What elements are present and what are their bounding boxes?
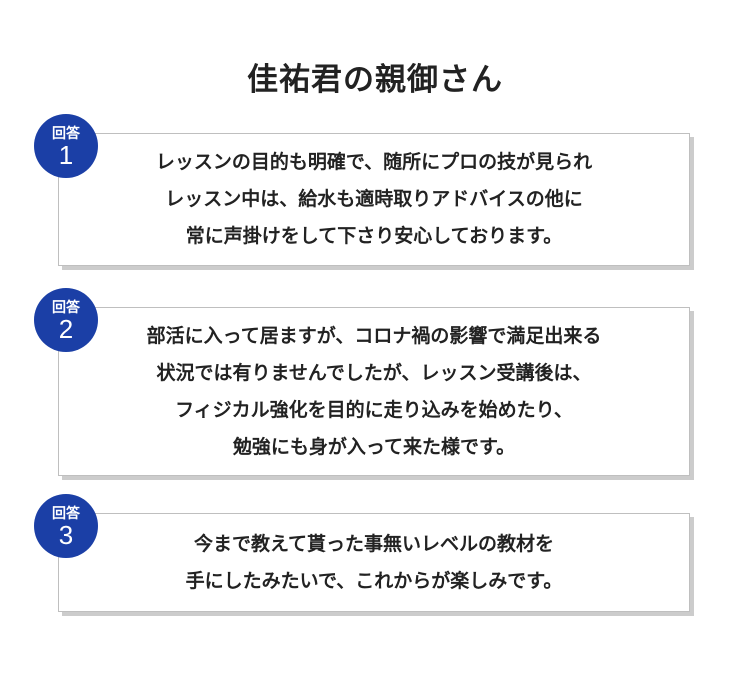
answer-badge-label: 回答 (52, 506, 80, 522)
answer-badge-number: 3 (58, 520, 74, 550)
answer-badge-2: 回答 2 (34, 288, 98, 352)
answer-line: フィジカル強化を目的に走り込みを始めたり、 (175, 398, 573, 421)
answer-line: 部活に入って居ますが、コロナ禍の影響で満足出来る (146, 324, 602, 347)
answer-line: 手にしたみたいで、これからが楽しみです。 (185, 569, 563, 592)
answer-line: 常に声掛けをして下さり安心しております。 (185, 225, 563, 247)
answer-badge-number: 1 (58, 140, 74, 170)
answer-line: レッスン中は、給水も適時取りアドバイスの他に (165, 188, 583, 210)
answer-card-2: 部活に入って居ますが、コロナ禍の影響で満足出来る 状況では有りませんでしたが、レ… (58, 307, 690, 476)
answer-text: レッスンの目的も明確で、随所にプロの技が見られ レッスン中は、給水も適時取りアド… (74, 144, 674, 255)
answer-card-1: レッスンの目的も明確で、随所にプロの技が見られ レッスン中は、給水も適時取りアド… (58, 133, 690, 266)
answer-badge-3: 回答 3 (34, 494, 98, 558)
answer-badge-label: 回答 (52, 300, 80, 316)
answer-line: 勉強にも身が入って来た様です。 (232, 435, 516, 458)
answer-badge-label: 回答 (52, 126, 80, 142)
answer-line: レッスンの目的も明確で、随所にプロの技が見られ (155, 151, 593, 173)
answer-line: 状況では有りませんでしたが、レッスン受講後は、 (156, 361, 592, 384)
answer-card-3: 今まで教えて貰った事無いレベルの教材を 手にしたみたいで、これからが楽しみです。 (58, 513, 690, 612)
answer-line: 今まで教えて貰った事無いレベルの教材を (193, 532, 555, 555)
answer-badge-1: 回答 1 (34, 114, 98, 178)
answer-text: 今まで教えて貰った事無いレベルの教材を 手にしたみたいで、これからが楽しみです。 (74, 526, 674, 600)
answer-text: 部活に入って居ますが、コロナ禍の影響で満足出来る 状況では有りませんでしたが、レ… (74, 318, 674, 466)
answer-badge-number: 2 (58, 314, 74, 344)
page-title: 佳祐君の親御さん (247, 62, 503, 98)
